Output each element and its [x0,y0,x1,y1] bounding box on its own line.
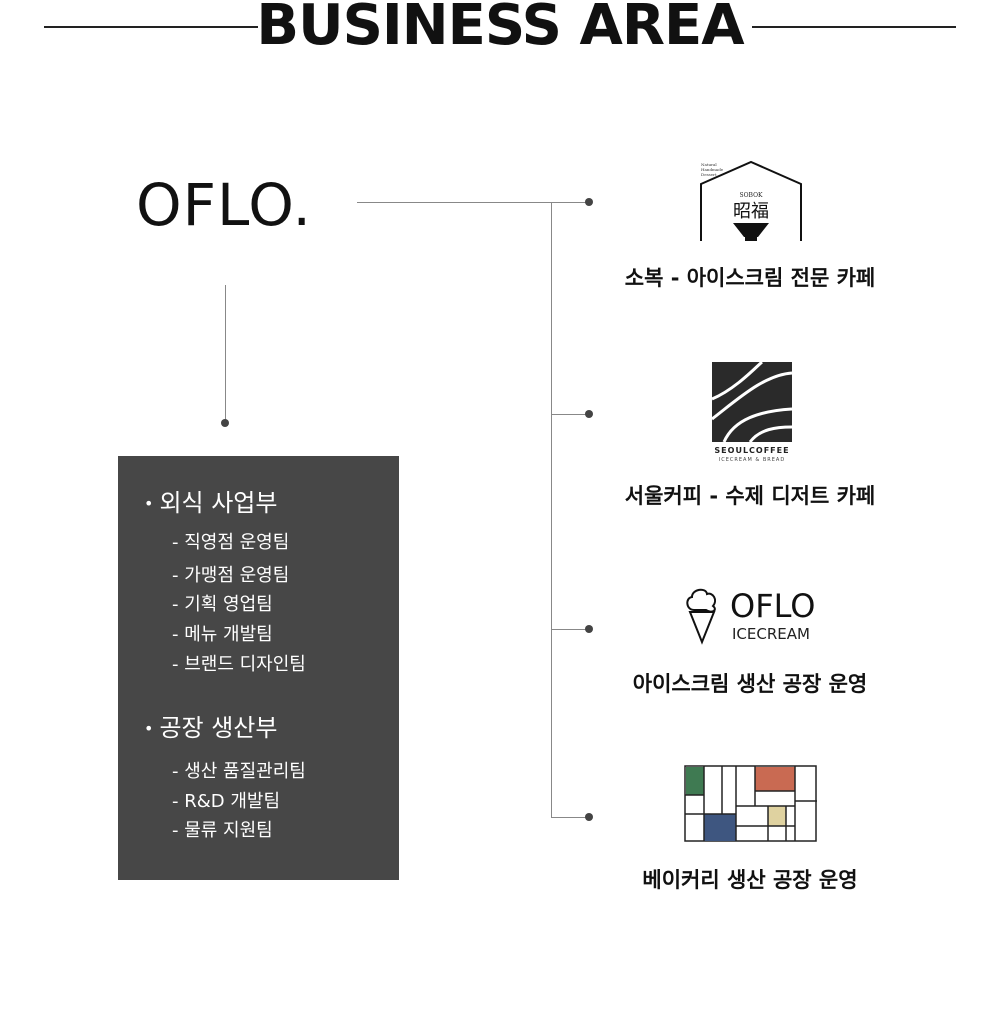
connector-dot-business-3 [585,625,593,633]
business-label: 베이커리 생산 공장 운영 [642,868,858,892]
department-name: 공장 생산부 [159,714,278,742]
business-label: 서울커피 - 수제 디저트 카페 [624,484,876,508]
departments-panel: •외식 사업부 - 직영점 운영팀 - 가맹점 운영팀 - 기획 영업팀 - 메… [118,456,399,880]
seoulcoffee-logo: SEOULCOFFEE ICECREAM & BREAD [711,361,793,463]
title-rule-left [44,26,258,28]
company-logo: OFLO. [136,171,312,239]
svg-text:SEOULCOFFEE: SEOULCOFFEE [714,446,789,455]
sobok-logo: Natural Handmade Dessert SOBOK 昭福 [700,160,802,241]
svg-text:Handmade: Handmade [701,167,724,172]
svg-text:ICECREAM & BREAD: ICECREAM & BREAD [719,457,785,463]
svg-text:Natural: Natural [701,162,717,167]
svg-text:SOBOK: SOBOK [740,192,763,199]
team-item: - 기획 영업팀 [172,594,273,615]
department-heading: •외식 사업부 [144,489,278,517]
bakery-logo [684,765,817,842]
business-branch-4 [551,817,589,818]
business-branch-2 [551,414,589,415]
connector-dot-departments [221,419,229,427]
team-item: - R&D 개발팀 [172,791,281,812]
department-name: 외식 사업부 [159,489,278,517]
connector-dot-business-1 [585,198,593,206]
business-label: 아이스크림 생산 공장 운영 [632,672,868,696]
team-item: - 메뉴 개발팀 [172,624,273,645]
connector-dot-business-2 [585,410,593,418]
svg-text:OFLO: OFLO [730,587,815,625]
company-down-connector [225,285,226,423]
ice-cream-icon [686,588,717,613]
svg-text:昭福: 昭福 [733,201,769,222]
business-label: 소복 - 아이스크림 전문 카페 [624,266,876,290]
team-item: - 브랜드 디자인팀 [172,654,306,675]
oflo-icecream-logo: OFLO ICECREAM [686,587,815,645]
company-right-connector [357,202,589,203]
department-heading: •공장 생산부 [144,714,278,742]
team-item: - 물류 지원팀 [172,820,273,841]
team-item: - 가맹점 운영팀 [172,565,290,586]
business-trunk-connector [551,202,552,817]
team-item: - 생산 품질관리팀 [172,761,306,782]
svg-text:ICECREAM: ICECREAM [732,625,810,643]
page-title: BUSINESS AREA [256,0,744,58]
team-item: - 직영점 운영팀 [172,532,290,553]
title-rule-right [752,26,956,28]
svg-text:Dessert: Dessert [701,172,717,177]
business-branch-3 [551,629,589,630]
connector-dot-business-4 [585,813,593,821]
